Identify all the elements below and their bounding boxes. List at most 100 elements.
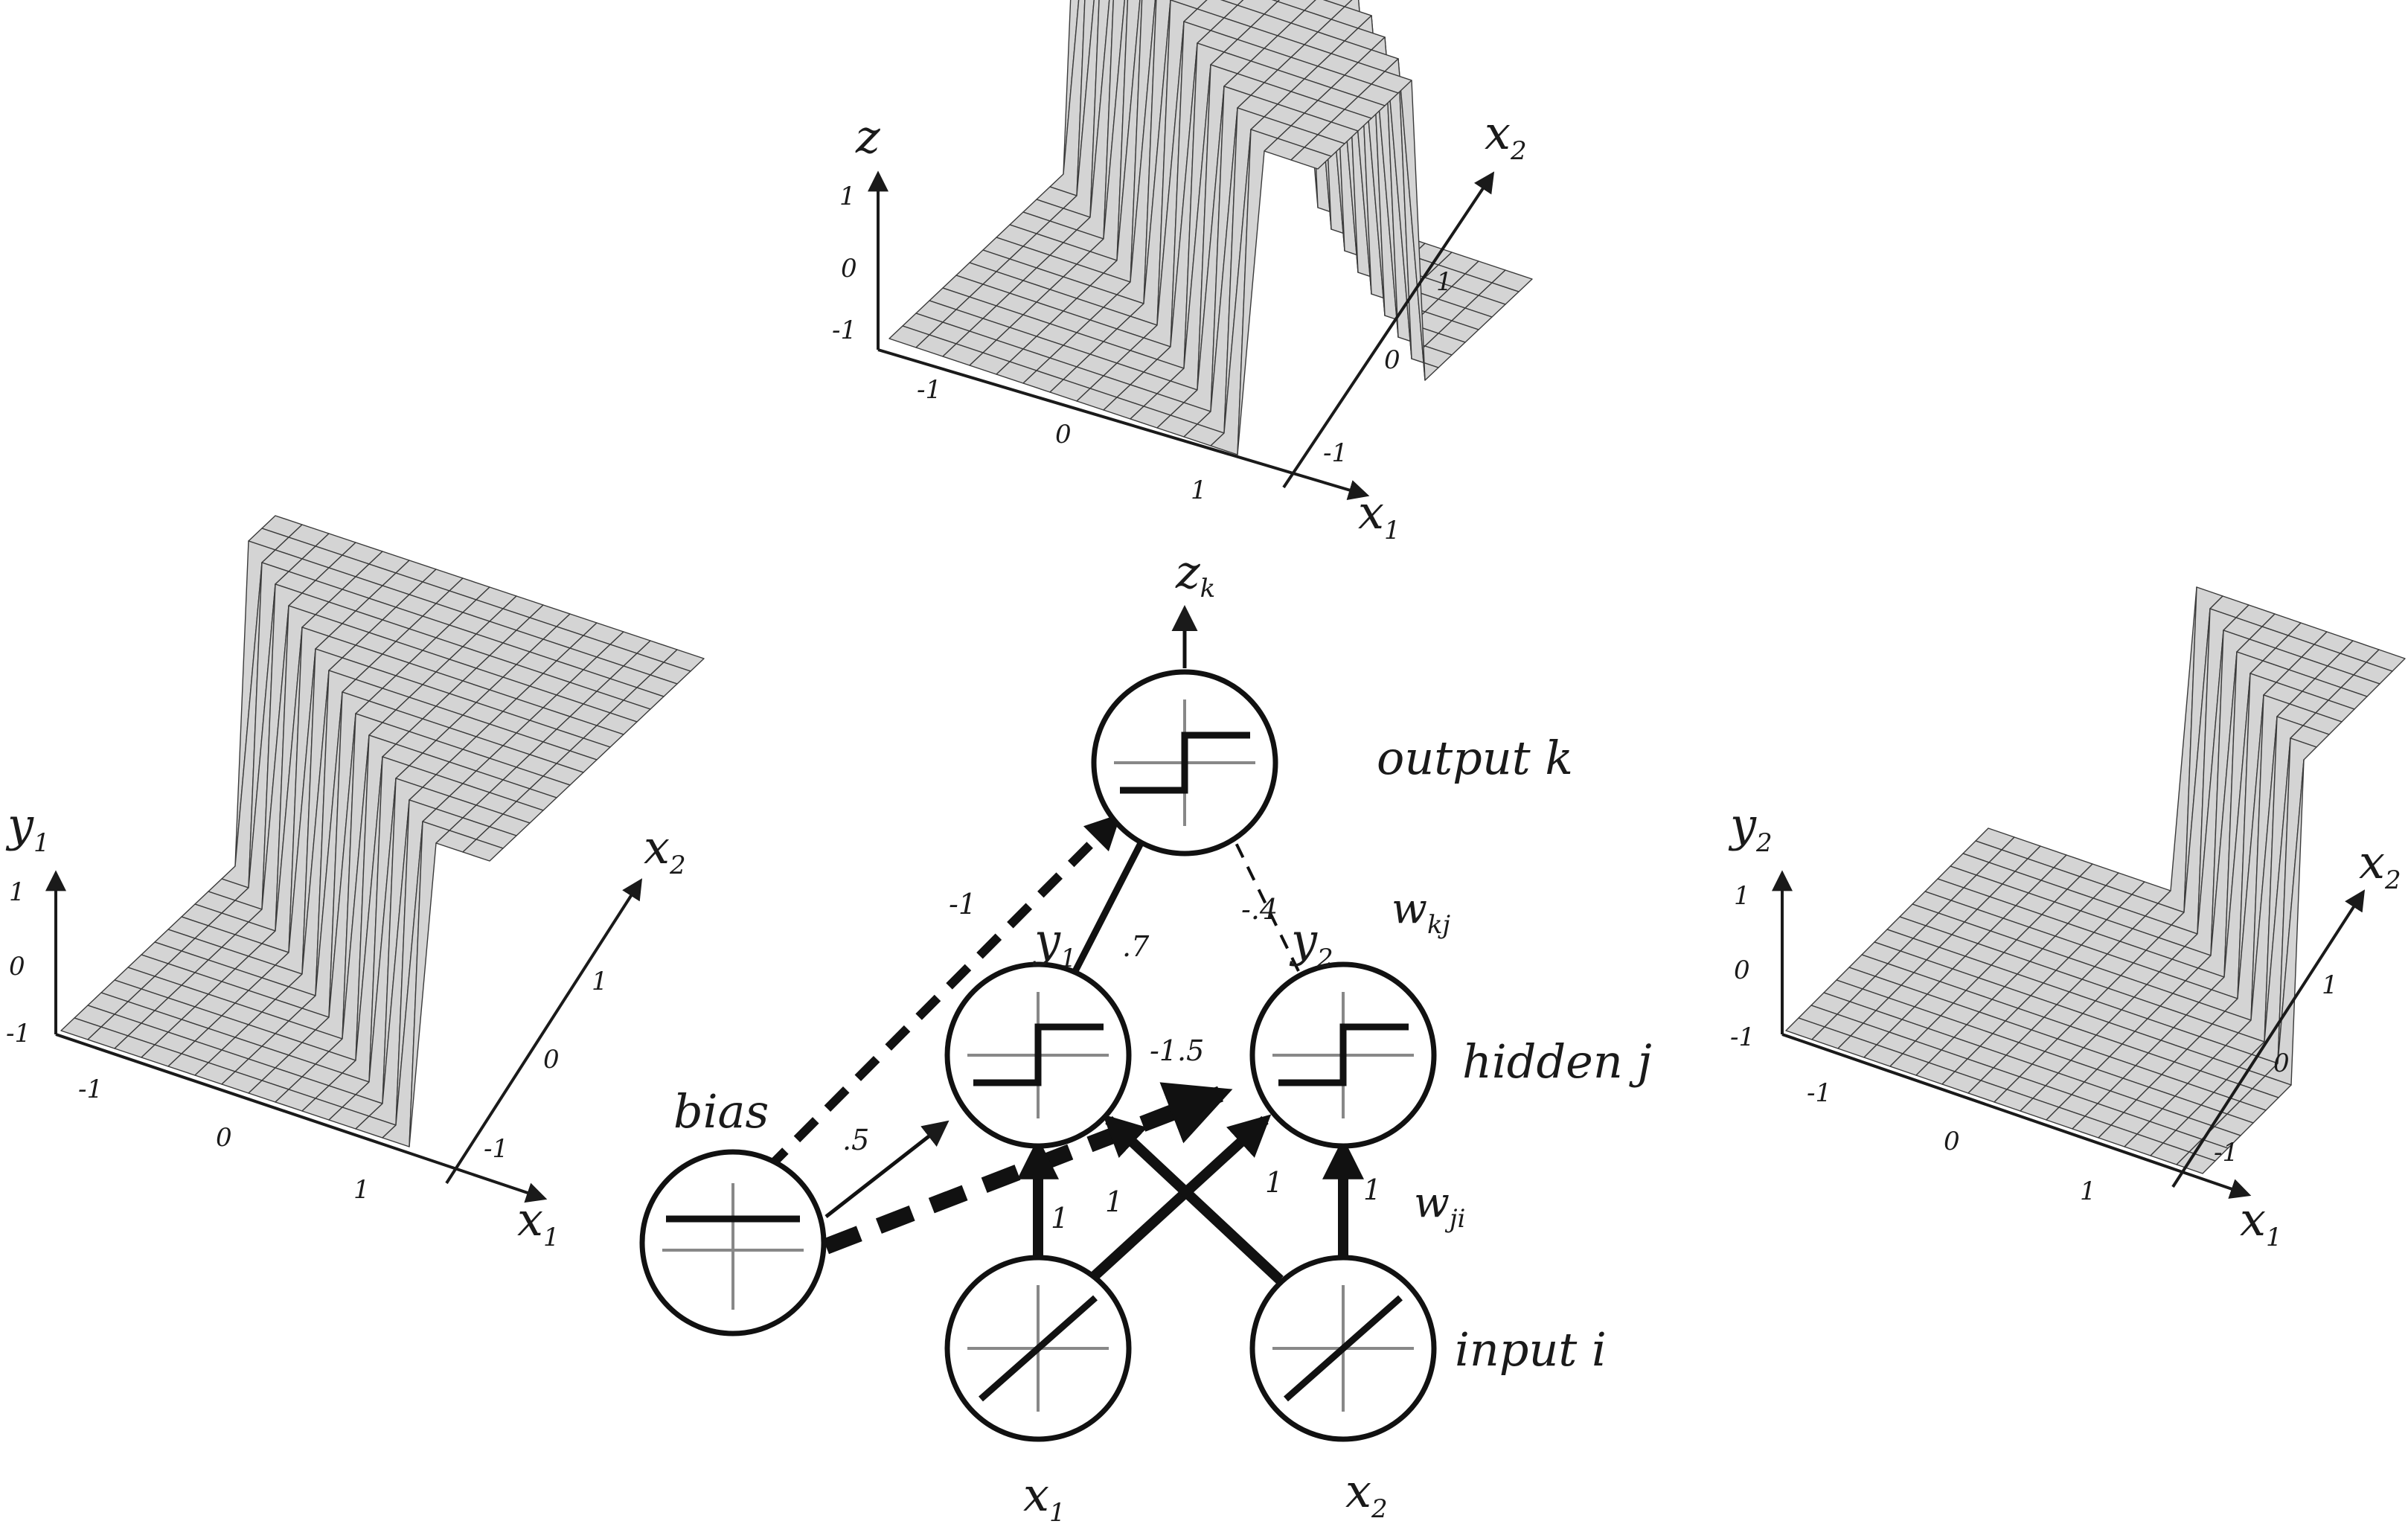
- y2-axis-label-main: y: [1728, 798, 1757, 852]
- input-x2-main: x: [1345, 1464, 1371, 1518]
- weight-y2-output: -.4: [1241, 893, 1278, 926]
- weight-wji-main: w: [1414, 1179, 1450, 1227]
- z-tick-neg1: -1: [832, 316, 856, 345]
- edge-y2-output: [1223, 818, 1300, 972]
- x1-axis-label-main: x: [2240, 1192, 2266, 1246]
- x1-axis: [877, 348, 1370, 501]
- weight-x2-y2: 1: [1363, 1174, 1381, 1206]
- x2-tick-0: 0: [2273, 1048, 2290, 1078]
- input-x2-sub: 2: [1371, 1494, 1388, 1524]
- node-bias: [639, 1149, 827, 1336]
- hidden-y2-label: y2: [1289, 913, 1333, 973]
- weight-bias-output: -1: [949, 888, 976, 921]
- x2-tick-0: 0: [543, 1045, 560, 1075]
- input-x1-label: x1: [1023, 1467, 1066, 1524]
- weight-wkj-label: wkj: [1392, 885, 1451, 940]
- z-tick-0: 0: [841, 254, 857, 284]
- plot-y1-surface: [60, 515, 705, 1147]
- hidden-y1-label: y1: [1032, 913, 1077, 973]
- plot-y2-hidden: y2 x2 x1 1 0 -1 -1 0 1 1 0 -1: [1728, 586, 2406, 1252]
- output-zk-main: z: [1175, 545, 1200, 599]
- x1-axis: [55, 1033, 548, 1203]
- plot-z-output: z x2 x1 1 0 -1 -1 0 1 1 0 -1: [832, 0, 1533, 545]
- x1-axis-label: x1: [2240, 1192, 2282, 1252]
- x2-axis-label: x2: [2359, 835, 2401, 895]
- plot-z-surface: [888, 0, 1533, 455]
- edge-x2-y1: [1102, 1114, 1284, 1284]
- step-icon: [1120, 731, 1250, 794]
- output-zk-sub: k: [1200, 574, 1216, 603]
- output-zk-label: zk: [1175, 545, 1215, 603]
- y2-axis-label: y2: [1728, 798, 1773, 858]
- weight-y1-output: .7: [1122, 930, 1150, 963]
- y2-tick-1: 1: [1734, 881, 1750, 911]
- weight-wkj-sub: kj: [1427, 910, 1451, 940]
- x1-tick-neg1: -1: [917, 375, 941, 405]
- hidden-y1-sub: 1: [1060, 944, 1077, 973]
- x2-axis-label-main: x: [1485, 106, 1511, 160]
- y1-axis-label-main: y: [5, 798, 34, 852]
- layer-hidden-label: hidden j: [1462, 1034, 1652, 1089]
- x1-tick-neg1: -1: [78, 1075, 103, 1104]
- z-tick-1: 1: [839, 182, 856, 211]
- x1-axis-label: x1: [1358, 485, 1400, 545]
- edge-bias-y1: [824, 1120, 950, 1218]
- hidden-y1-main: y: [1032, 913, 1061, 967]
- weight-bias-y1: .5: [842, 1124, 869, 1156]
- y1-tick-neg1: -1: [6, 1019, 31, 1048]
- x2-tick-neg1: -1: [484, 1134, 508, 1164]
- node-hidden-y1: [944, 961, 1132, 1149]
- weight-x1-y2: 1: [1105, 1185, 1123, 1218]
- surface-cell: [462, 839, 504, 862]
- weight-wji-label: wji: [1414, 1179, 1465, 1234]
- input-x2-label: x2: [1345, 1464, 1388, 1524]
- x2-axis-label: x2: [644, 820, 686, 880]
- weight-x1-y1: 1: [1051, 1202, 1069, 1235]
- surface-cell: [1290, 147, 1332, 170]
- x2-tick-1: 1: [592, 967, 608, 996]
- x2-tick-0: 0: [1384, 345, 1400, 375]
- x1-axis-label-sub: 1: [2266, 1223, 2282, 1252]
- node-input-x2: [1249, 1255, 1437, 1442]
- y2-axis-label-sub: 2: [1755, 828, 1773, 858]
- linear-icon: [979, 1295, 1098, 1402]
- edge-bias-output: [763, 813, 1121, 1174]
- x1-tick-1: 1: [1191, 476, 1207, 505]
- weight-bias-y2: -1.5: [1150, 1034, 1204, 1067]
- hidden-y2-main: y: [1289, 913, 1318, 967]
- x2-tick-1: 1: [2322, 970, 2338, 1000]
- x1-axis-label: x1: [517, 1192, 560, 1252]
- bias-label: bias: [673, 1084, 769, 1139]
- layer-input-label: input i: [1455, 1322, 1607, 1377]
- x2-tick-neg1: -1: [1323, 438, 1348, 468]
- step-icon: [1278, 1023, 1409, 1086]
- x2-axis: [445, 878, 643, 1185]
- x1-axis-label-main: x: [1358, 485, 1384, 540]
- input-x1-main: x: [1023, 1467, 1049, 1522]
- y1-tick-0: 0: [9, 952, 25, 982]
- x1-tick-0: 0: [216, 1123, 232, 1153]
- x1-tick-0: 0: [1055, 420, 1072, 449]
- x2-axis-label-sub: 2: [1510, 136, 1527, 166]
- x2-axis-label-main: x: [2359, 835, 2385, 889]
- x1-axis-label-main: x: [517, 1192, 543, 1246]
- x1-tick-1: 1: [2080, 1176, 2096, 1206]
- node-hidden-y2: [1249, 961, 1437, 1149]
- y1-axis-label: y1: [5, 798, 50, 858]
- node-output-k: [1091, 669, 1278, 857]
- node-input-x1: [944, 1255, 1132, 1442]
- step-icon: [973, 1023, 1104, 1086]
- x1-axis: [1781, 1033, 2252, 1199]
- plot-y1-hidden: y1 x2 x1 1 0 -1 -1 0 1 1 0 -1: [5, 515, 705, 1252]
- x1-tick-1: 1: [353, 1175, 370, 1205]
- hidden-y2-sub: 2: [1316, 944, 1333, 973]
- surface-cell: [2176, 1151, 2216, 1174]
- edge-x1-y2: [1086, 1114, 1272, 1284]
- x2-axis-label-main: x: [644, 820, 670, 874]
- y1-axis-label-sub: 1: [33, 828, 50, 858]
- x1-axis-label-sub: 1: [543, 1223, 560, 1252]
- linear-icon: [1284, 1295, 1403, 1402]
- edge-bias-y2: [823, 1082, 1233, 1255]
- x2-axis: [2171, 889, 2366, 1188]
